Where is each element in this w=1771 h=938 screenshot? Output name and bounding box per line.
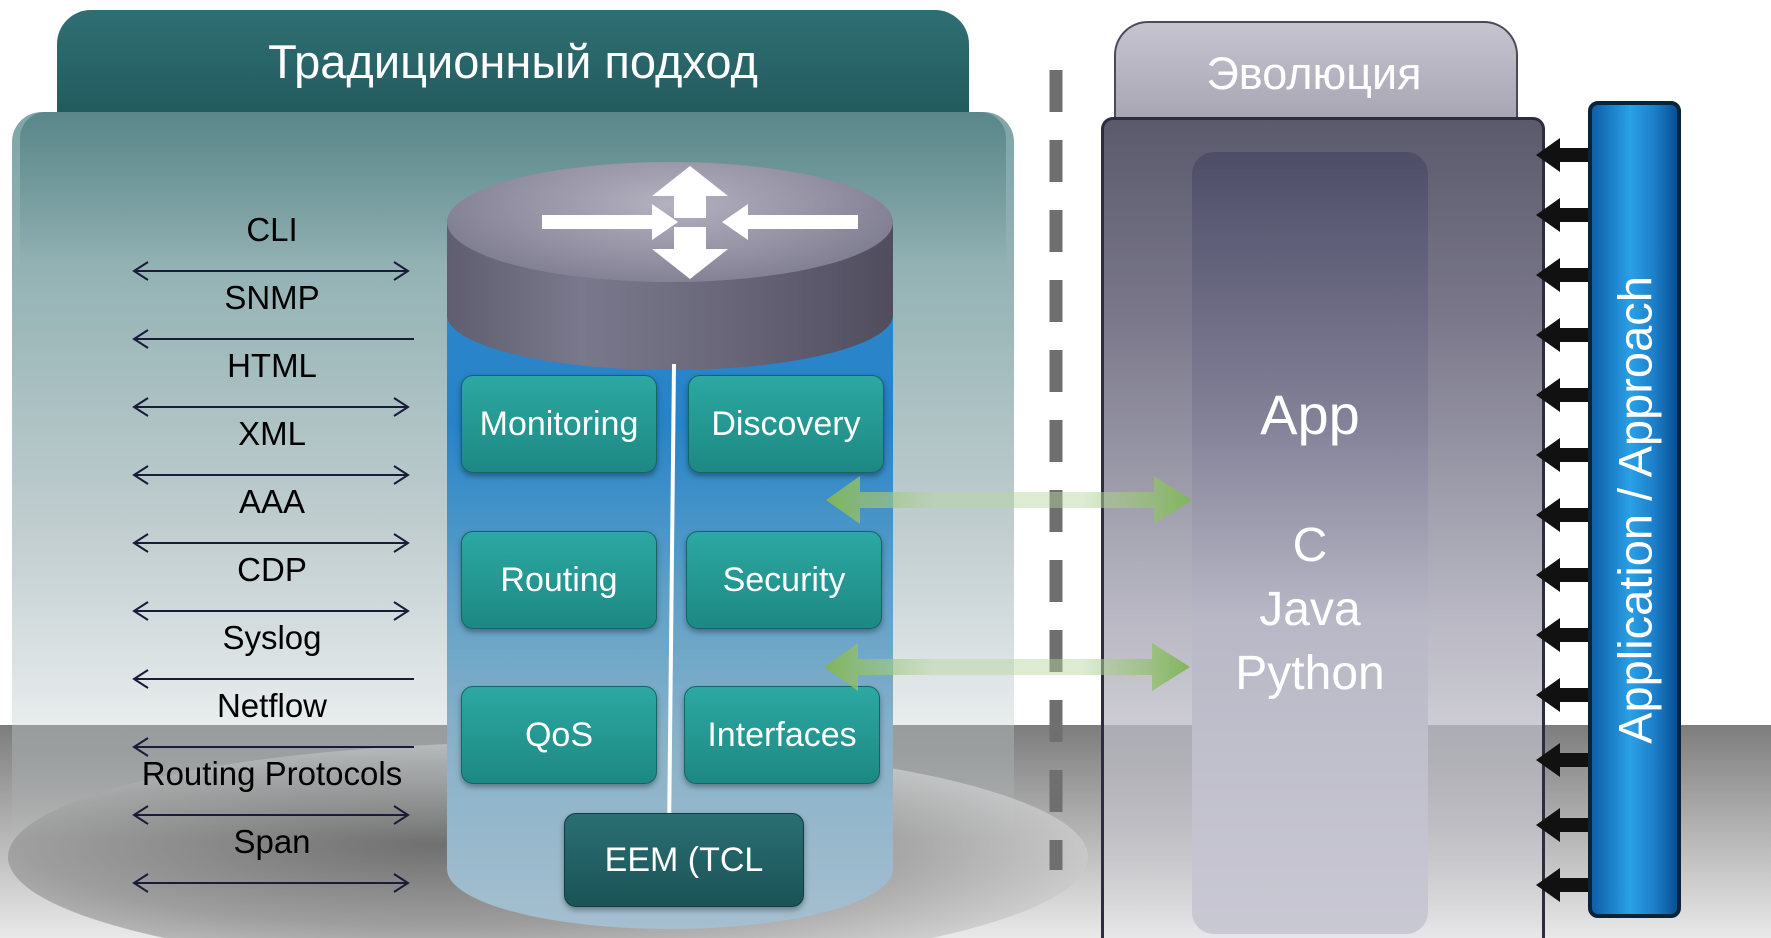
protocol-label: CDP xyxy=(237,551,307,588)
double-arrow-icon xyxy=(132,601,410,621)
protocol-label: Netflow xyxy=(216,687,328,724)
application-bar-label: Application / Approach xyxy=(1608,275,1661,744)
eem-box: EEM (TCL xyxy=(564,813,804,907)
black-arrows-group xyxy=(1536,138,1594,902)
left-arrow-icon xyxy=(132,737,414,757)
traditional-title: Традиционный подход xyxy=(268,35,758,88)
module-routing: Routing xyxy=(461,531,657,629)
protocol-label: Syslog xyxy=(222,619,322,656)
protocol-arrows xyxy=(132,261,414,893)
language-java: Java xyxy=(1259,583,1361,636)
left-arrow-icon xyxy=(132,669,414,689)
green-arrows-group xyxy=(824,476,1192,691)
module-qos: QoS xyxy=(461,686,657,784)
protocol-label: Span xyxy=(233,823,311,860)
application-bar-label-wrap: Application / Approach xyxy=(1588,101,1681,918)
protocol-label: HTML xyxy=(227,347,317,384)
module-security: Security xyxy=(686,531,882,629)
protocol-label: AAA xyxy=(238,483,306,520)
application-bar xyxy=(1588,101,1681,918)
language-python: Python xyxy=(1235,647,1385,700)
evolution-tab xyxy=(1114,21,1518,133)
module-interfaces: Interfaces xyxy=(684,686,880,784)
module-monitoring: Monitoring xyxy=(461,375,657,473)
language-c: C xyxy=(1292,519,1328,572)
protocol-label: SNMP xyxy=(224,279,320,316)
dashed-divider xyxy=(1049,70,1063,870)
protocol-label: XML xyxy=(238,415,306,452)
app-box xyxy=(1192,152,1428,934)
app-title: App xyxy=(1260,383,1360,446)
router-arrows-icon xyxy=(542,166,858,279)
double-arrow-icon xyxy=(132,397,410,417)
double-arrow-icon xyxy=(132,533,410,553)
cylinder-divider-line xyxy=(667,363,676,837)
double-arrow-icon xyxy=(132,465,410,485)
protocol-label: CLI xyxy=(246,211,298,248)
green-double-arrow-icon xyxy=(824,476,1192,691)
left-arrow-icon xyxy=(132,329,414,349)
double-arrow-icon xyxy=(132,261,410,281)
module-discovery: Discovery xyxy=(688,375,884,473)
protocol-label: Routing Protocols xyxy=(141,755,403,792)
black-arrow-icon xyxy=(1536,138,1594,902)
double-arrow-icon xyxy=(132,805,410,825)
double-arrow-icon xyxy=(132,873,410,893)
evolution-title: Эволюция xyxy=(1206,48,1422,99)
